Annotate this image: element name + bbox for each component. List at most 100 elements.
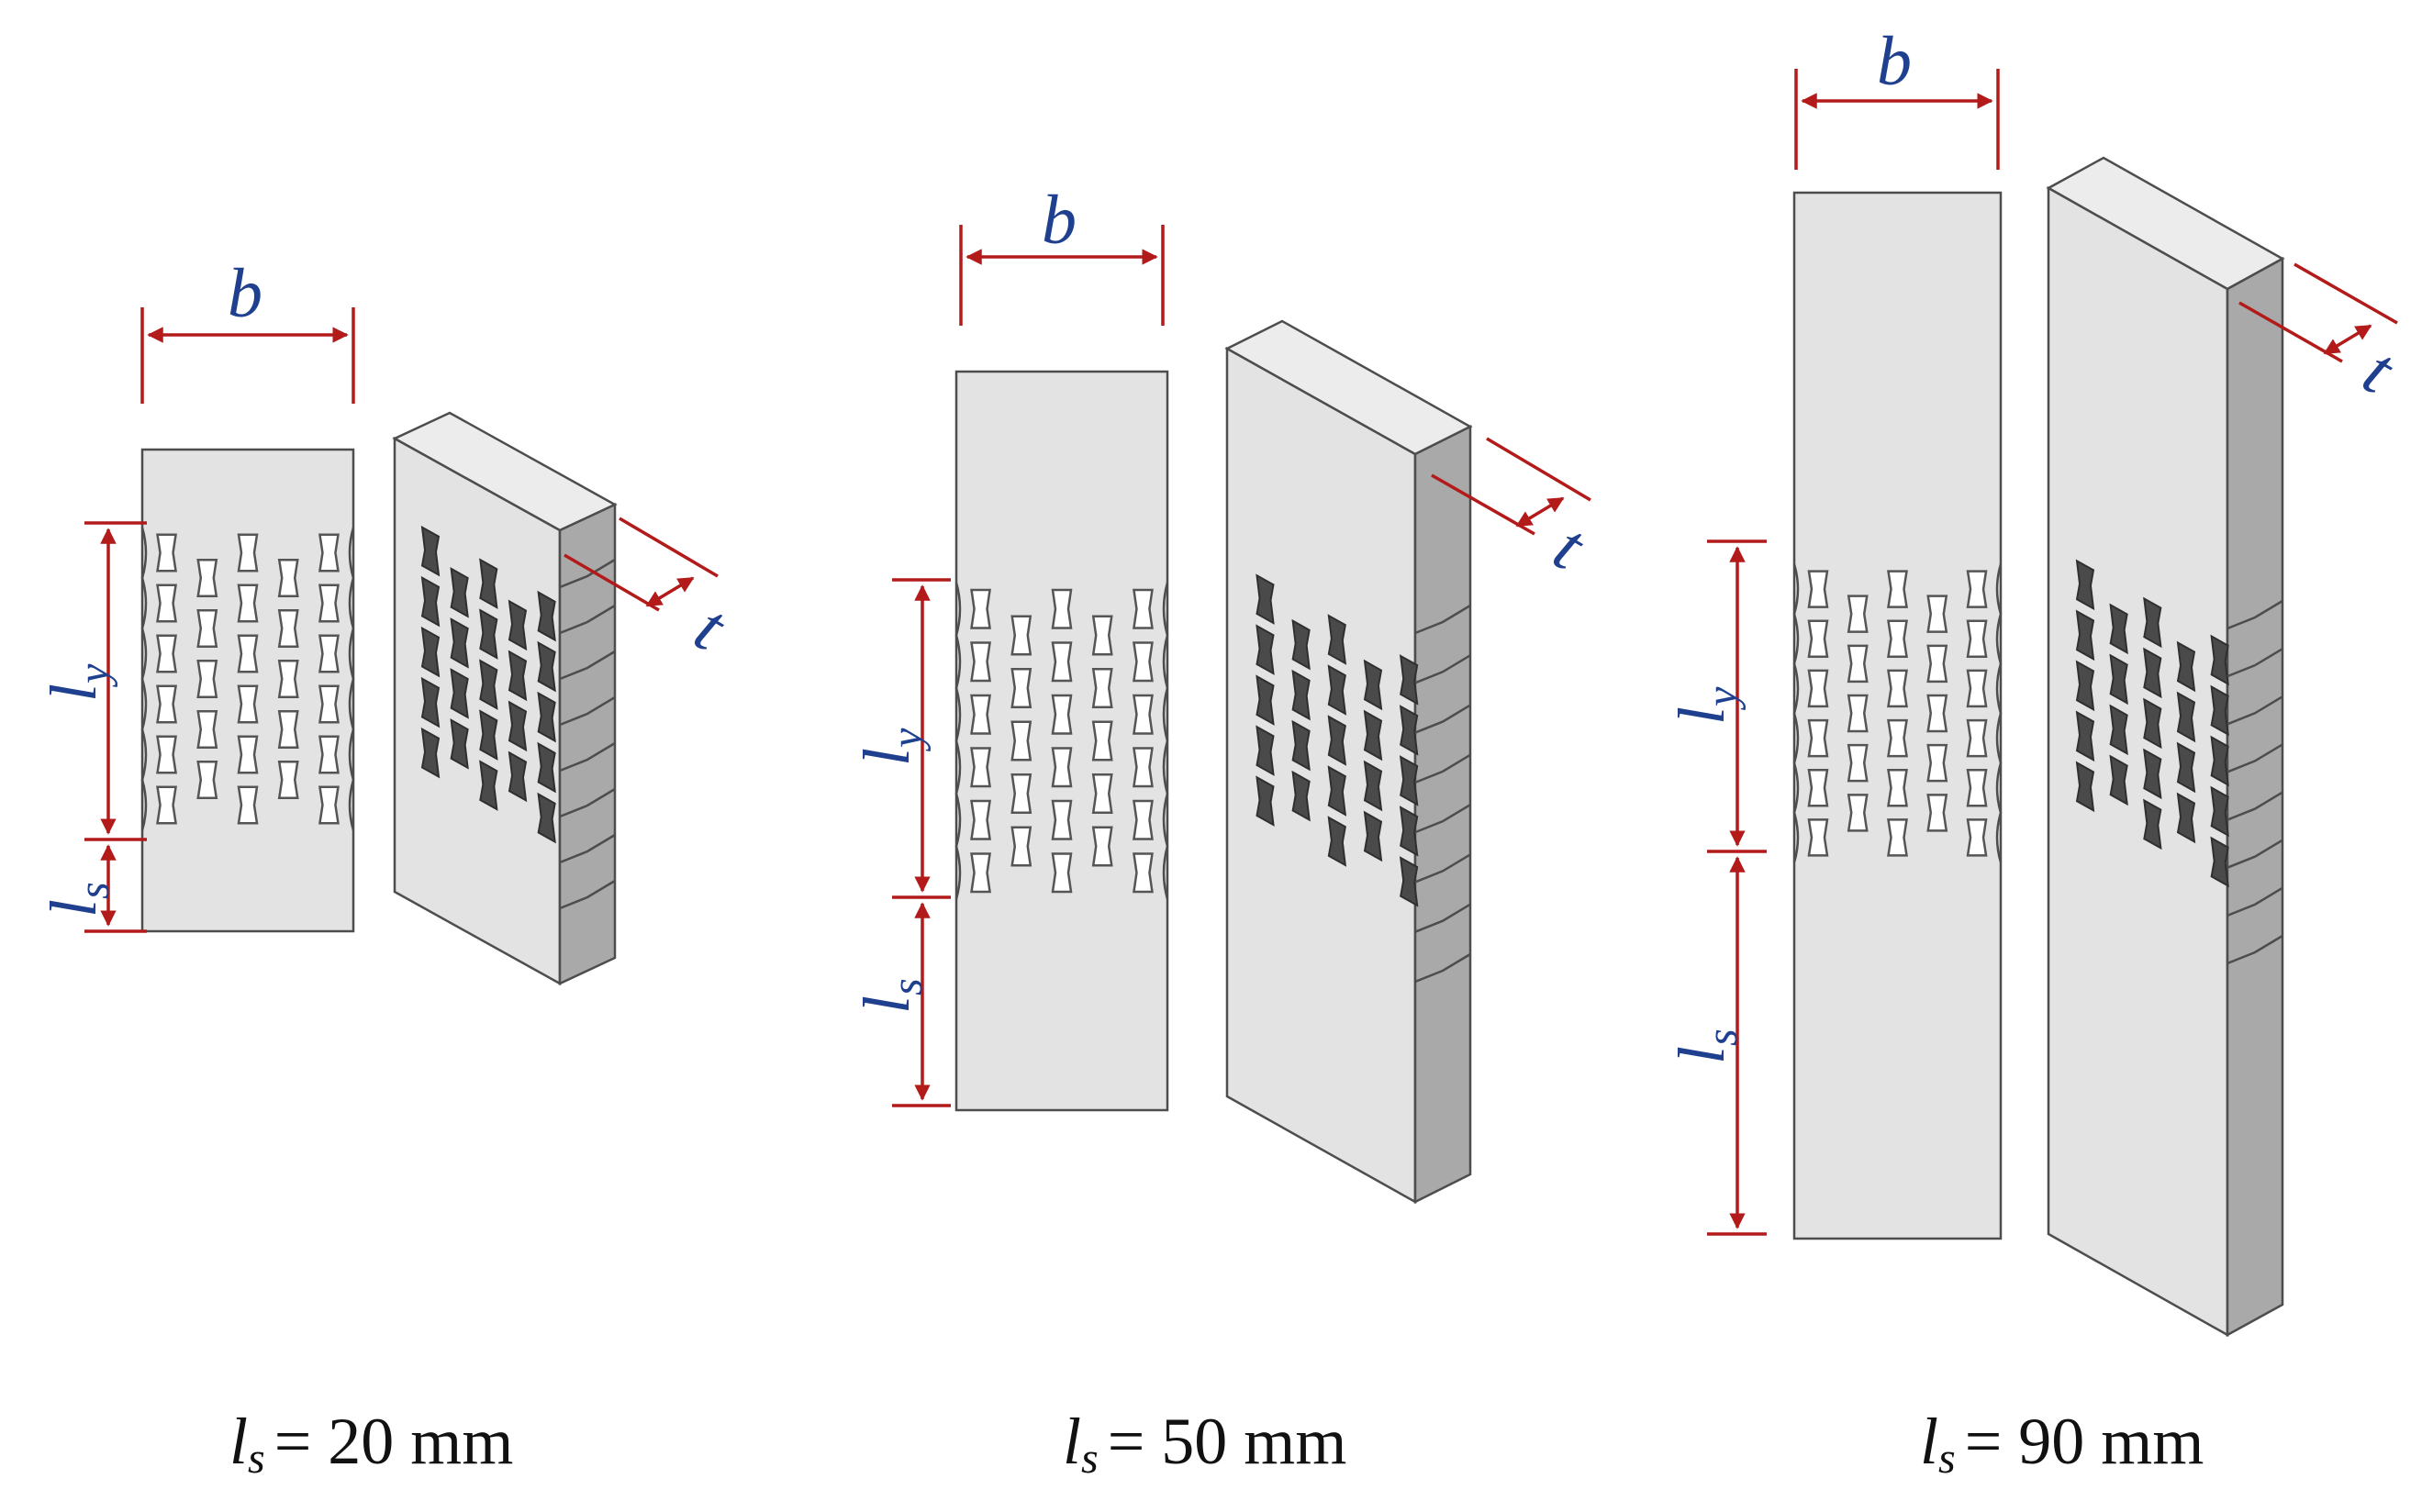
- perforation-hole: [1887, 619, 1908, 658]
- perforation-hole: [1091, 615, 1113, 656]
- perforation-hole: [277, 608, 299, 649]
- specimen-1-iso-view: [392, 411, 618, 986]
- perforation-hole: [2109, 603, 2128, 655]
- perforation-hole: [2075, 660, 2095, 712]
- perforation-hole: [2176, 691, 2196, 743]
- side-notch: [1414, 704, 1471, 734]
- specimen-2-front-holes: [954, 582, 1169, 900]
- specimen-2-iso-holes: [1256, 573, 1419, 907]
- specimen-1-iso-holes: [420, 525, 556, 844]
- perforation-hole: [1010, 773, 1032, 814]
- perforation-hole: [508, 599, 528, 651]
- perforated-edge: [1162, 582, 1169, 900]
- perforation-hole: [508, 700, 528, 752]
- perforation-hole: [2075, 559, 2095, 611]
- specimen-3-front-holes: [1792, 563, 2003, 863]
- side-notch: [559, 741, 616, 773]
- perforation-hole: [1256, 624, 1275, 675]
- specimen-3-width-symbol: b: [1877, 23, 1912, 100]
- perforation-hole: [970, 852, 991, 894]
- perforation-hole: [1926, 595, 1948, 633]
- perforation-hole: [1291, 719, 1311, 772]
- perforation-hole: [1966, 570, 1988, 608]
- side-notch: [559, 695, 616, 727]
- perforation-hole: [1133, 747, 1154, 788]
- side-notch: [2227, 886, 2283, 917]
- side-notch: [559, 604, 616, 635]
- perforation-hole: [2075, 609, 2095, 662]
- perforation-hole: [1966, 619, 1988, 658]
- side-notch: [559, 833, 616, 864]
- side-notch: [1414, 753, 1471, 784]
- side-notch: [2227, 791, 2283, 821]
- perforation-hole: [420, 525, 441, 577]
- perforation-hole: [1399, 806, 1419, 857]
- perforation-hole: [1966, 769, 1988, 807]
- perforation-hole: [237, 684, 259, 724]
- perforation-hole: [479, 659, 498, 710]
- perforation-hole: [1256, 674, 1275, 726]
- perforation-hole: [156, 735, 177, 774]
- perforation-hole: [1399, 654, 1419, 706]
- perforation-hole: [537, 741, 556, 794]
- perforation-hole: [2109, 754, 2128, 806]
- perforation-hole: [1363, 810, 1383, 862]
- side-notch: [2227, 648, 2283, 678]
- perforation-hole: [318, 584, 340, 623]
- perforation-hole: [318, 684, 340, 724]
- perforation-hole: [196, 709, 218, 750]
- perforation-hole: [1010, 668, 1032, 708]
- perforation-hole: [970, 588, 991, 629]
- perforation-hole: [479, 558, 498, 609]
- side-notch: [559, 787, 616, 818]
- perforation-hole: [1847, 644, 1869, 684]
- perforation-hole: [2210, 785, 2229, 838]
- perforation-hole: [156, 684, 177, 724]
- perforated-edge: [348, 527, 355, 831]
- specimen-2-yield-length-symbol: ly: [850, 728, 932, 766]
- perforation-hole: [1133, 799, 1154, 840]
- perforation-hole: [196, 608, 218, 649]
- specimen-1-caption: ls= 20 mm: [229, 1405, 513, 1483]
- specimen-3-thickness-symbol: t: [2351, 332, 2408, 409]
- perforation-hole: [1807, 718, 1829, 758]
- specimen-2-width-symbol: b: [1042, 182, 1077, 259]
- perforation-hole: [970, 747, 991, 788]
- specimen-1-thickness-symbol: t: [683, 589, 740, 666]
- perforation-hole: [479, 760, 498, 811]
- specimen-2: b ly ls t ls= 50 mm: [850, 182, 1598, 1483]
- perforation-hole: [1847, 595, 1869, 633]
- perforation-hole: [1256, 725, 1275, 776]
- perforation-hole: [1091, 773, 1113, 814]
- perforation-hole: [479, 709, 498, 761]
- perforation-hole: [1926, 743, 1948, 783]
- perforation-hole: [1399, 705, 1419, 756]
- perforation-hole: [156, 785, 177, 825]
- side-notch: [1414, 604, 1471, 635]
- perforation-hole: [2075, 710, 2095, 762]
- perforation-hole: [1887, 570, 1908, 608]
- perforation-hole: [156, 533, 177, 573]
- perforation-hole: [1291, 618, 1311, 671]
- side-notch: [2227, 934, 2283, 965]
- perforation-hole: [420, 575, 441, 628]
- perforation-hole: [537, 640, 556, 693]
- perforated-edge: [140, 527, 148, 831]
- perforation-hole: [1051, 588, 1073, 629]
- side-notch: [1414, 903, 1471, 933]
- perforation-hole: [1926, 644, 1948, 684]
- perforation-hole: [2176, 640, 2196, 693]
- perforation-hole: [1133, 694, 1154, 735]
- perforation-hole: [2210, 836, 2229, 888]
- perforation-hole: [277, 760, 299, 800]
- perforation-hole: [2176, 741, 2196, 794]
- perforation-hole: [237, 634, 259, 673]
- side-notch: [1414, 804, 1471, 834]
- perforated-edge: [1792, 563, 1800, 863]
- perforation-hole: [1887, 769, 1908, 807]
- perforation-hole: [1010, 720, 1032, 762]
- perforation-hole: [1291, 770, 1311, 822]
- perforation-hole: [1363, 760, 1383, 812]
- perforation-hole: [1966, 718, 1988, 758]
- specimen-3-solid-length-symbol: ls: [1665, 1028, 1747, 1064]
